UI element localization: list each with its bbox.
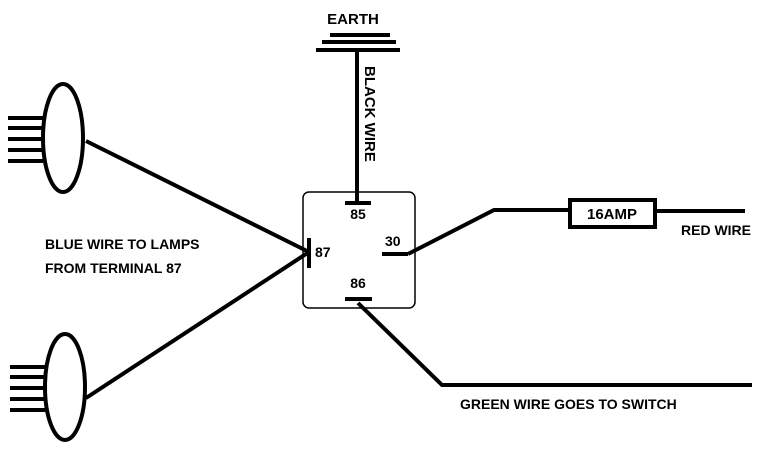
green-wire-label: GREEN WIRE GOES TO SWITCH (460, 396, 677, 412)
fuse-box (568, 198, 657, 229)
terminal-30-label: 30 (385, 233, 401, 249)
green-wire (356, 301, 752, 387)
red-wire-label: RED WIRE (681, 222, 751, 238)
black-wire-label: BLACK WIRE (361, 66, 378, 162)
blue-wire-top-lamp (85, 139, 310, 254)
terminal-86-label: 86 (350, 275, 366, 291)
blue-wire-label-line1: BLUE WIRE TO LAMPS (45, 236, 200, 252)
blue-wire-label-line2: FROM TERMINAL 87 (45, 260, 182, 276)
fuse-label: 16AMP (587, 206, 637, 223)
terminal-85-label: 85 (350, 206, 366, 222)
lamp-icon-bottom (10, 332, 87, 442)
lamp-icon-top (8, 82, 85, 194)
red-wire-to-fuse (407, 208, 570, 256)
terminal-87-label: 87 (315, 244, 331, 260)
earth-label: EARTH (327, 11, 379, 28)
blue-wire-bottom-lamp (84, 250, 311, 400)
earth-symbol (316, 33, 400, 52)
